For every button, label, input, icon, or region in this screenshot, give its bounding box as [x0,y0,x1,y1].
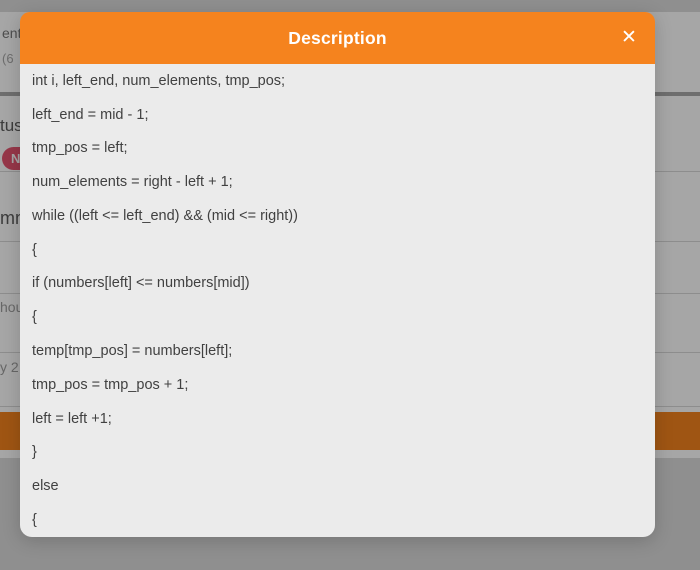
code-line: left = left +1; [32,410,112,427]
description-modal: Description ✕ int i, left_end, num_eleme… [20,12,655,537]
modal-title: Description [288,27,387,48]
code-line: { [32,241,37,258]
modal-body[interactable]: int i, left_end, num_elements, tmp_pos; … [20,64,655,537]
code-line: { [32,309,37,326]
code-line: } [32,444,37,461]
status-label-fragment: tus [0,116,23,135]
code-line: if (numbers[left] <= numbers[mid]) [32,275,250,292]
code-line: else [32,478,59,495]
meta-text-fragment: y 2 [0,359,19,375]
code-line: tmp_pos = left; [32,140,128,157]
code-line: num_elements = right - left + 1; [32,174,233,191]
modal-header: Description ✕ [20,12,655,64]
meta-text-fragment: hou [0,299,24,315]
close-icon[interactable]: ✕ [609,12,649,64]
code-line: tmp_pos = tmp_pos + 1; [32,376,189,393]
code-line: { [32,511,37,528]
code-line: while ((left <= left_end) && (mid <= rig… [32,207,298,224]
code-line: temp[tmp_pos] = numbers[left]; [32,343,233,359]
background-title-fragment: ent [2,25,22,41]
code-line: int i, left_end, num_elements, tmp_pos; [32,72,286,89]
code-line: left_end = mid - 1; [32,106,149,123]
background-count-fragment: (6 [2,51,14,66]
